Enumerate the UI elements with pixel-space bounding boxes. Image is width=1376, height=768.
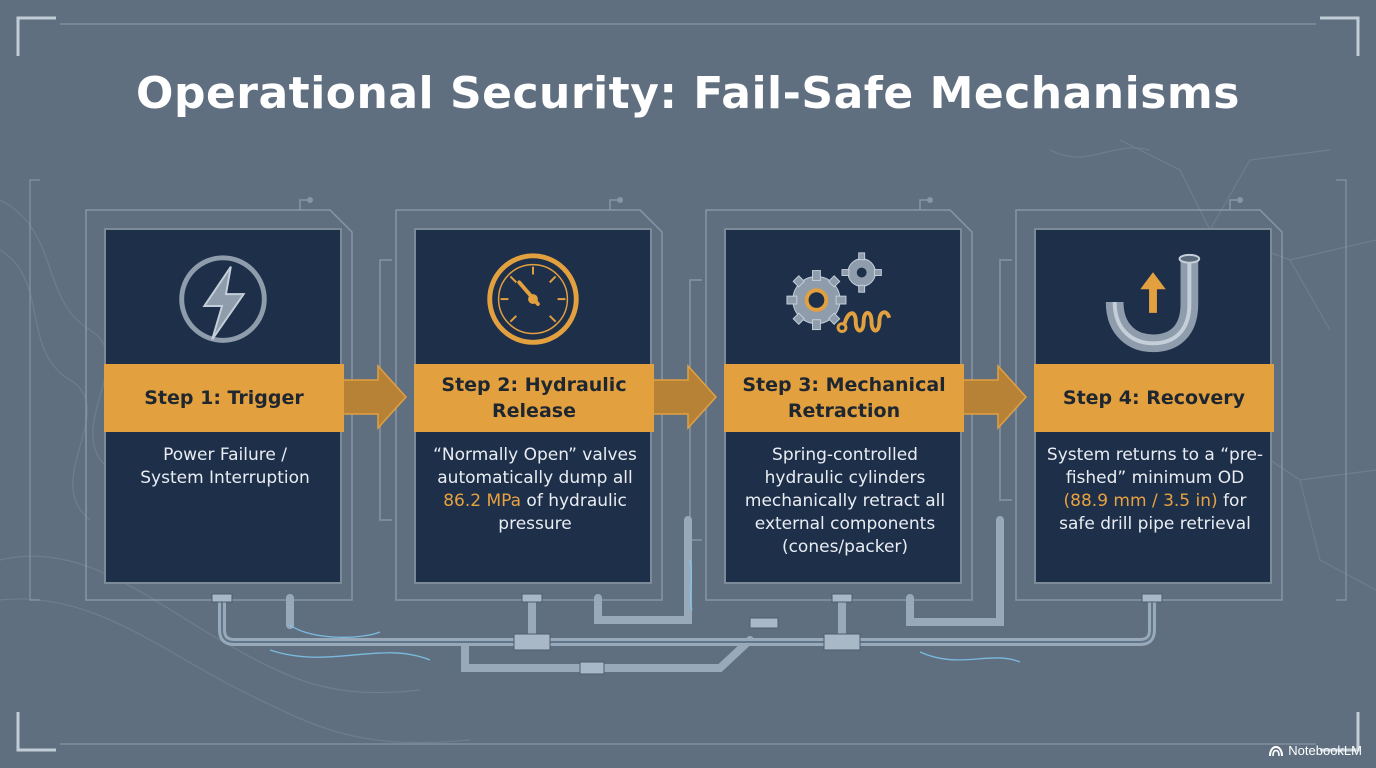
step-card-4: Step 4: Recovery System returns to a “pr… (1034, 228, 1274, 584)
step-3-description: Spring-controlled hydraulic cylinders me… (744, 445, 946, 557)
step-2-description: “Normally Open” valves automatically dum… (433, 445, 637, 534)
step-1-description: Power Failure / System Interruption (140, 445, 310, 488)
step-2-label: Step 2: Hydraulic Release (414, 364, 654, 432)
step-1-label: Step 1: Trigger (104, 364, 344, 432)
pipe-arrow-up-icon (1105, 253, 1201, 353)
pressure-gauge-icon (487, 253, 579, 345)
step-card-2: Step 2: Hydraulic Release “Normally Open… (414, 228, 654, 584)
notebooklm-brand: NotebookLM (1269, 743, 1362, 758)
step-card-1: Step 1: Trigger Power Failure / System I… (104, 228, 344, 584)
page-title: Operational Security: Fail-Safe Mechanis… (136, 68, 1240, 119)
step-card-3: Step 3: Mechanical Retraction Spring-con… (724, 228, 964, 584)
step-4-description: System returns to a “pre-fished” minimum… (1046, 445, 1264, 534)
lightning-icon (179, 255, 267, 343)
notebooklm-logo-icon (1269, 745, 1284, 756)
step-3-label: Step 3: Mechanical Retraction (724, 364, 964, 432)
gears-spring-icon (786, 252, 892, 334)
step-4-label: Step 4: Recovery (1034, 364, 1274, 432)
